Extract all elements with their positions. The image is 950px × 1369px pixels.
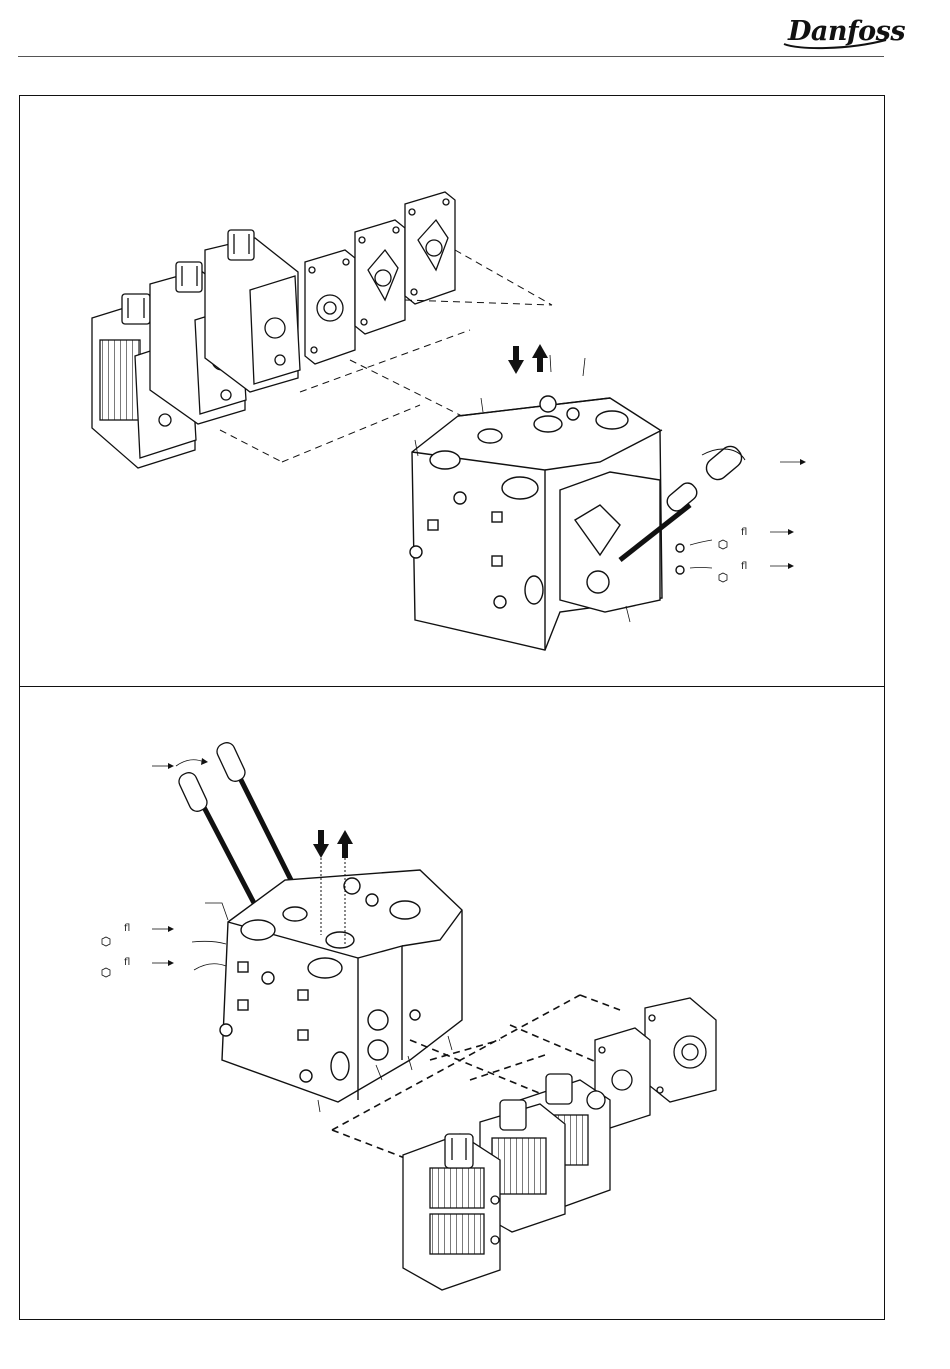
top-flow-label-lower: fl: [741, 561, 747, 572]
bottom-flow-label-lower: fl: [124, 957, 130, 968]
bottom-handles: [176, 740, 295, 905]
top-valve-block: [410, 396, 746, 650]
bottom-cover-plate-1: [645, 998, 716, 1102]
top-cover-plate-3: [405, 192, 455, 304]
top-actuator-3: [205, 230, 300, 392]
bottom-flow-arrows: [313, 830, 353, 858]
top-flow-arrows: [508, 344, 548, 374]
bottom-flow-label-upper: fl: [124, 923, 130, 934]
top-cover-plate-2: [355, 220, 405, 334]
top-cover-plate-1: [305, 250, 355, 364]
top-flow-label-upper: fl: [741, 527, 747, 538]
top-hex-symbols: [719, 540, 727, 582]
top-exploded-modules: [92, 192, 455, 468]
bottom-actuator-3: [403, 1134, 500, 1290]
bottom-hex-symbols: [102, 937, 110, 977]
top-arrowheads: [788, 459, 806, 569]
bottom-valve-block: [220, 870, 462, 1102]
